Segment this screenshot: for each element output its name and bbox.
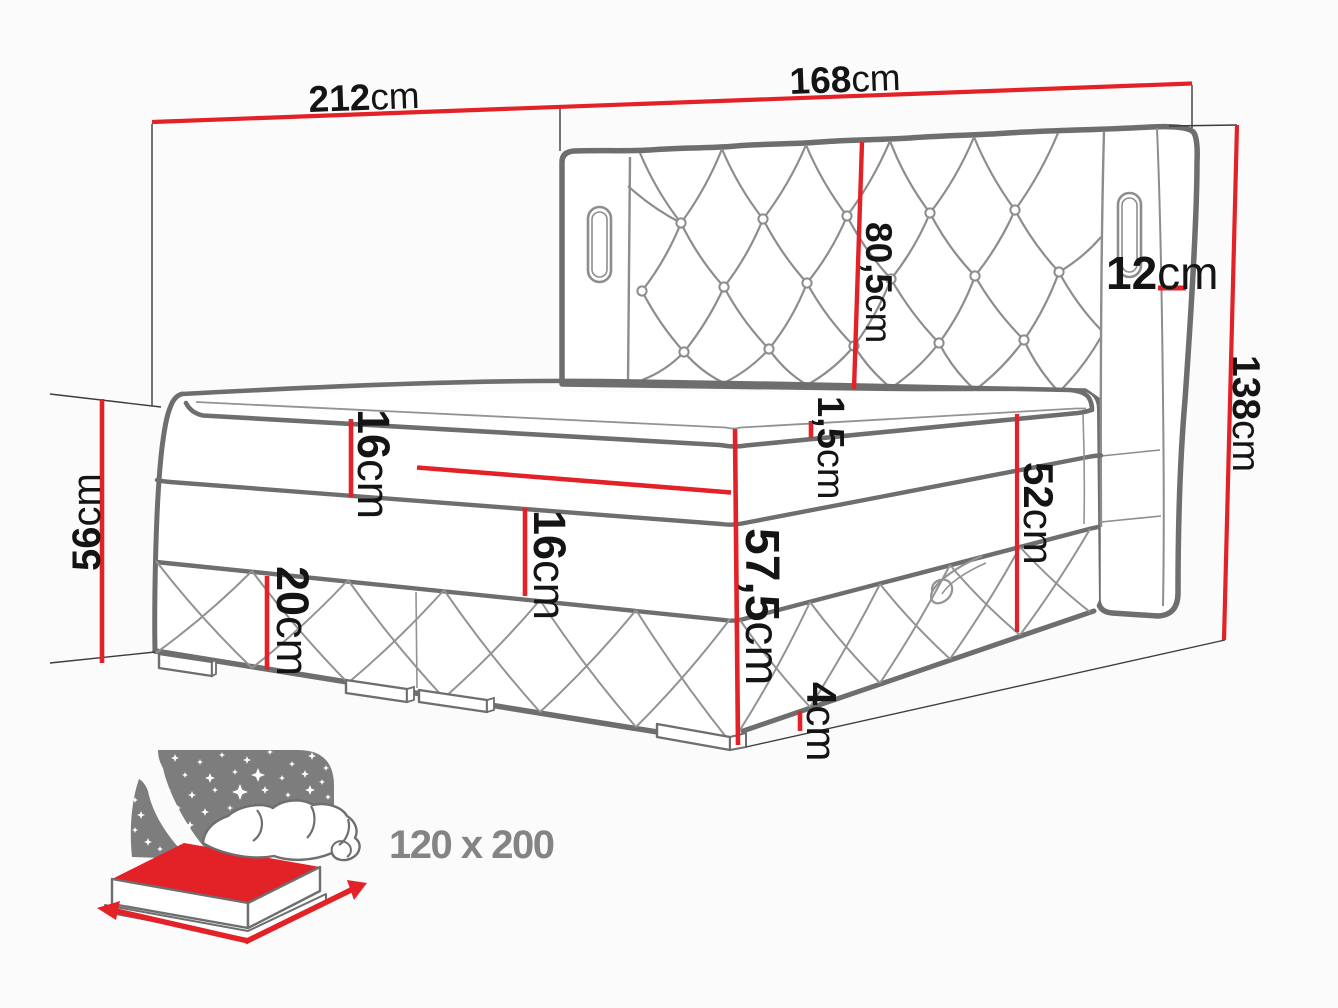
- svg-text:120 x 200: 120 x 200: [389, 823, 554, 867]
- svg-text:138cm: 138cm: [1224, 355, 1267, 472]
- svg-text:4cm: 4cm: [798, 682, 845, 761]
- svg-text:16cm: 16cm: [348, 409, 399, 519]
- svg-text:57,5cm: 57,5cm: [735, 528, 788, 685]
- svg-text:20cm: 20cm: [267, 566, 318, 676]
- svg-text:16cm: 16cm: [524, 510, 575, 620]
- svg-text:80,5cm: 80,5cm: [858, 222, 899, 343]
- svg-text:168cm: 168cm: [789, 57, 901, 102]
- svg-text:212cm: 212cm: [308, 75, 420, 120]
- svg-text:12cm: 12cm: [1106, 247, 1219, 299]
- svg-text:56cm: 56cm: [65, 473, 109, 571]
- svg-text:52cm: 52cm: [1015, 462, 1062, 565]
- svg-text:1,5cm: 1,5cm: [809, 396, 851, 499]
